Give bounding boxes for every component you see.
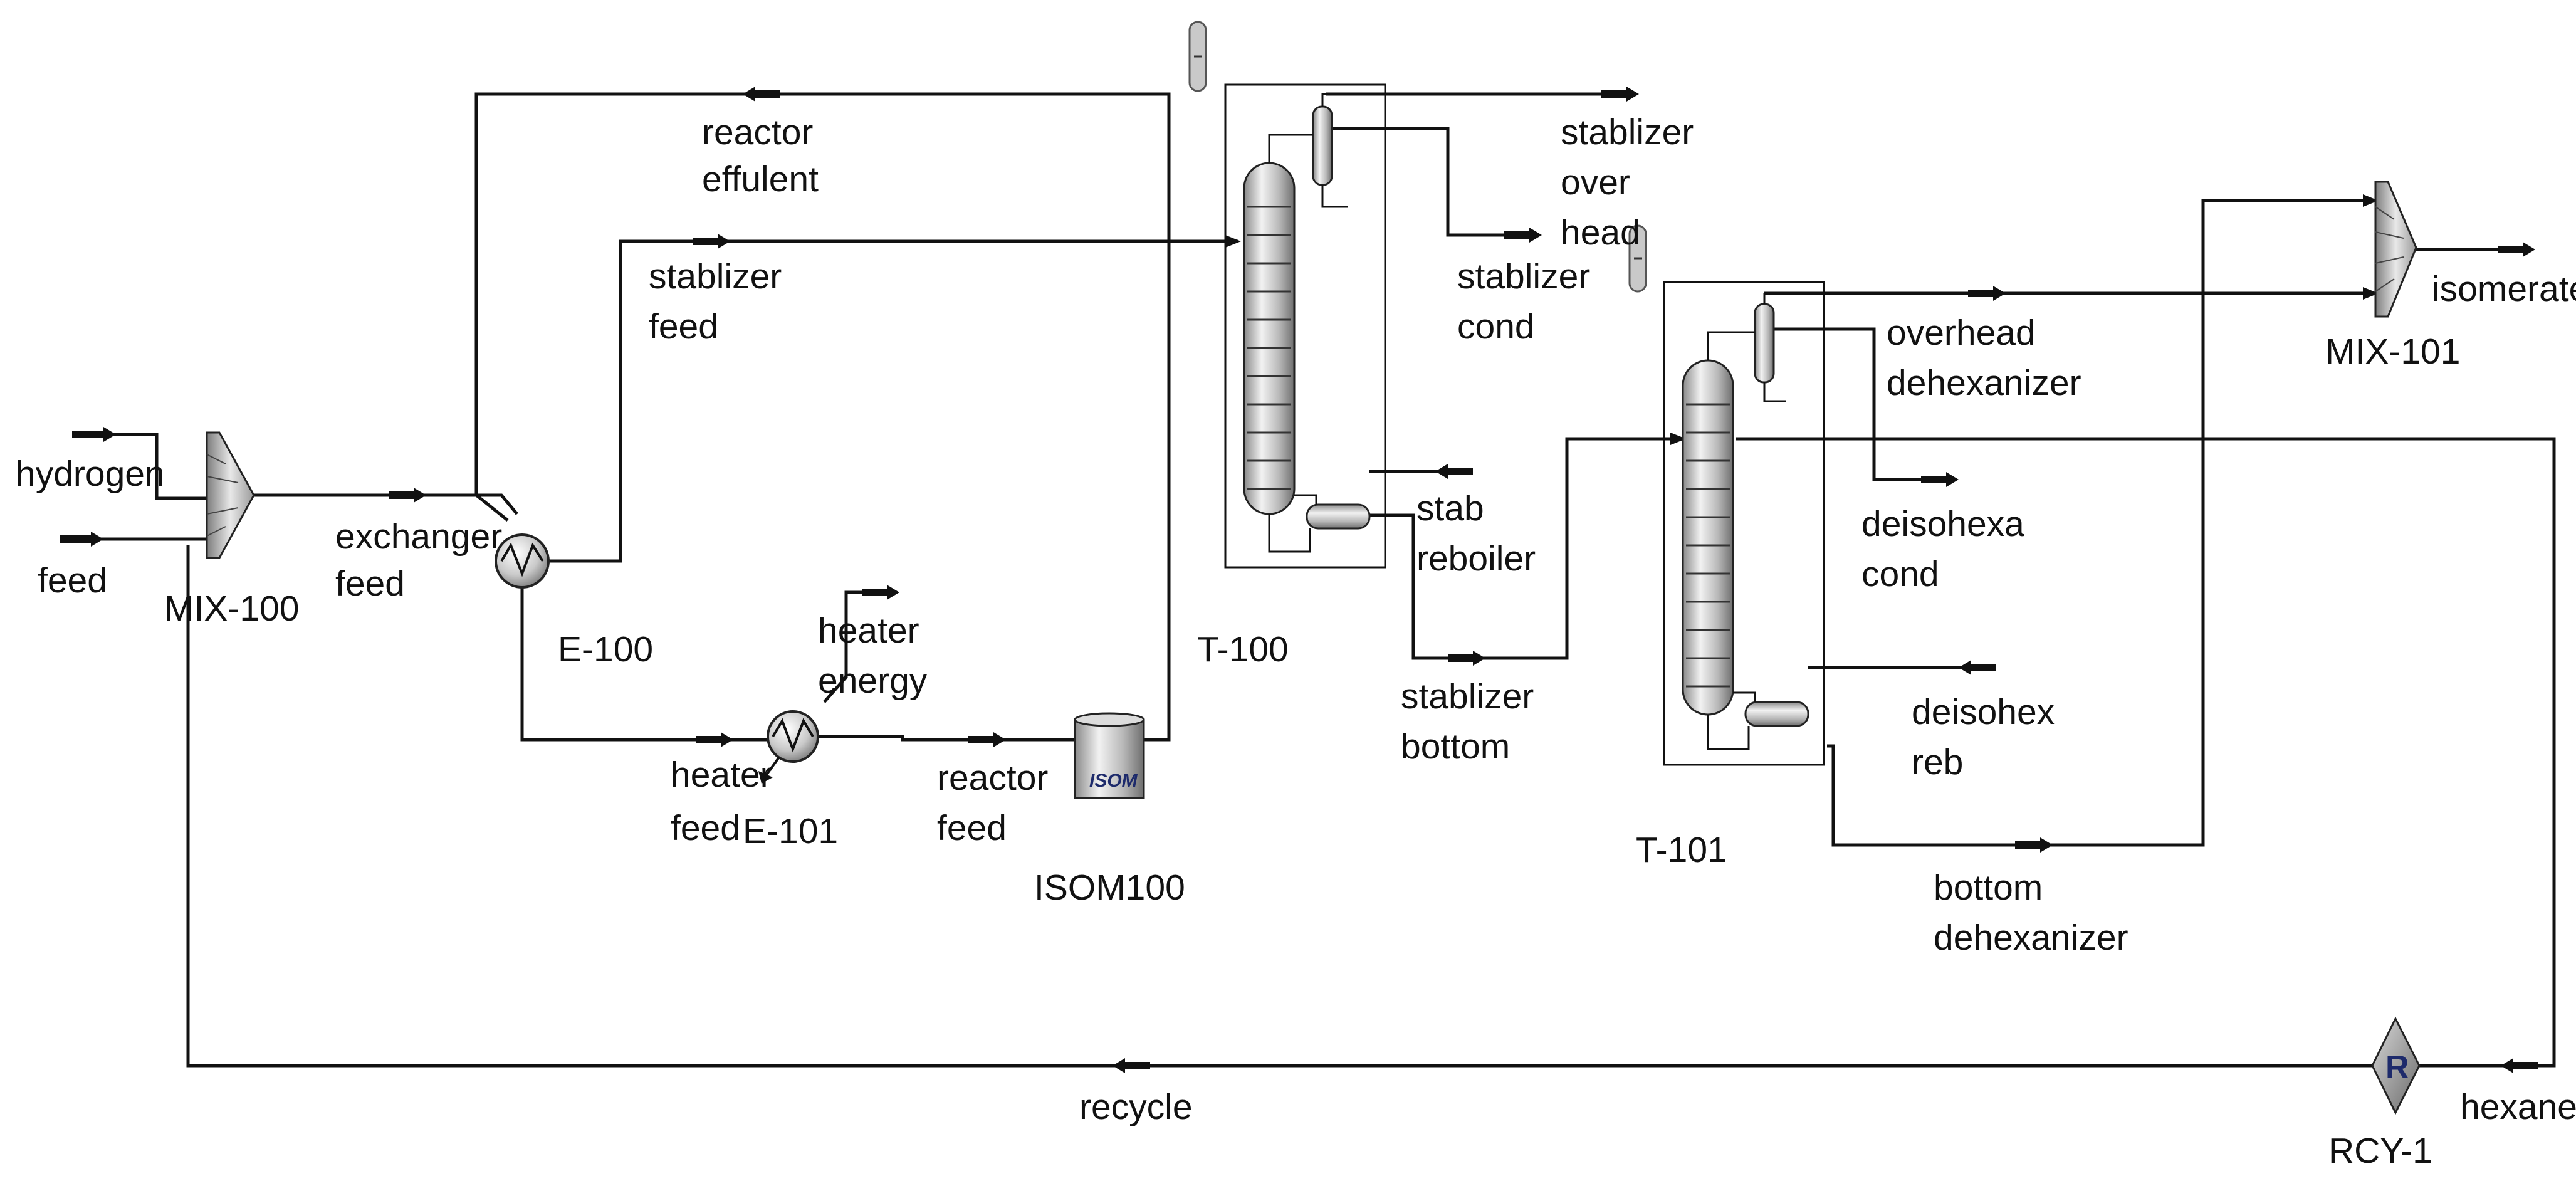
arrow-overhead-dehexanizer <box>1968 286 2006 301</box>
t-101-frame <box>1663 281 1825 766</box>
arrow-stablizer-overhead <box>1601 87 1639 102</box>
stablizer-overhead-label: stablizer <box>1561 112 1694 152</box>
reactor-feed-stream-line[interactable] <box>815 735 1075 742</box>
reactor-effluent-label: effulent <box>702 159 819 199</box>
stablizer-cond-stream-line[interactable] <box>1322 127 1536 237</box>
deisohexa-cond-label: cond <box>1861 554 1939 594</box>
stream-arrows <box>60 87 2538 1073</box>
stablizer-overhead-label: head <box>1561 213 1640 253</box>
recycle-rcy-1[interactable]: R <box>2371 1016 2421 1115</box>
column-t-100[interactable] <box>1224 83 1386 569</box>
arrow-bottom-dehexanizer <box>2015 837 2053 853</box>
arrow-stablizer-cond <box>1504 228 1542 243</box>
feed-label: feed <box>38 560 107 601</box>
mix-101-label: MIX-101 <box>2325 332 2460 372</box>
controller-icon <box>1188 21 1207 92</box>
heater-energy-label: energy <box>818 661 928 701</box>
isomerate-label: isomerate <box>2432 269 2576 309</box>
arrow-feed <box>60 532 103 547</box>
rcy-text: R <box>2385 1049 2409 1086</box>
reactor-isom100[interactable]: ISOM <box>1074 712 1145 799</box>
stablizer-feed-label: stablizer <box>649 256 782 296</box>
mix-100-label: MIX-100 <box>164 589 299 629</box>
t-100-label: T-100 <box>1197 629 1289 669</box>
hexane-stream-line[interactable] <box>1736 437 2556 1068</box>
labels: MIX-100 E-100 E-101 ISOM100 T-100 T-101 … <box>16 112 2576 1171</box>
stablizer-feed-label: feed <box>649 307 718 347</box>
stream-lines <box>60 92 2556 1068</box>
overhead-dehexanizer-label: overhead <box>1887 313 2036 353</box>
arrow-into-t101 <box>1670 433 1686 445</box>
stablizer-feed-stream-line[interactable] <box>545 239 1238 563</box>
stablizer-bottom-stream-line[interactable] <box>1369 437 1683 660</box>
reactor-effluent-stream-line[interactable] <box>474 92 1171 742</box>
arrow-isomerate <box>2498 242 2535 257</box>
exchanger-feed-label: exchanger <box>335 517 502 557</box>
arrow-into-mix101-top <box>2363 287 2379 300</box>
arrow-heater-feed <box>696 732 733 747</box>
deisohexa-cond-label: deisohexa <box>1861 504 2024 544</box>
bottom-dehexanizer-label: dehexanizer <box>1934 918 2128 958</box>
t-100-frame <box>1224 83 1386 569</box>
heater-feed-stream-line[interactable] <box>520 586 768 742</box>
heater-feed-label: feed <box>671 808 740 848</box>
stablizer-overhead-label: over <box>1561 162 1630 202</box>
arrow-stab-reboiler <box>1435 464 1473 479</box>
stablizer-bottom-label: stablizer <box>1401 676 1534 716</box>
t-101-label: T-101 <box>1636 830 1727 870</box>
arrow-deisohexa-cond <box>1921 472 1959 487</box>
arrow-hexane <box>2501 1058 2538 1073</box>
stab-reboiler-label: stab <box>1416 488 1484 528</box>
mixer-mix-100[interactable] <box>206 431 255 559</box>
column-t-101[interactable] <box>1663 281 1825 766</box>
stablizer-cond-label: cond <box>1457 307 1535 347</box>
arrow-stablizer-feed <box>693 234 730 249</box>
controller-icon <box>1628 224 1647 293</box>
reactor-feed-label: feed <box>937 808 1007 848</box>
arrow-into-mix101-bottom <box>2363 194 2379 207</box>
rcy-1-label: RCY-1 <box>2328 1131 2432 1171</box>
arrow-into-t100 <box>1225 235 1241 248</box>
e-100-label: E-100 <box>558 629 653 669</box>
heater-energy-label: heater <box>818 611 919 651</box>
e-101-label: E-101 <box>743 811 838 851</box>
arrow-exchanger-feed <box>389 488 426 503</box>
recycle-label: recycle <box>1079 1087 1193 1127</box>
arrow-reactor-feed <box>968 732 1006 747</box>
arrow-reactor-effluent <box>743 87 780 102</box>
stab-reboiler-label: reboiler <box>1416 538 1536 579</box>
arrow-hydrogen <box>72 427 116 442</box>
deisohex-reb-label: deisohex <box>1912 692 2055 732</box>
heat-exchanger-e-100[interactable] <box>495 533 550 589</box>
heater-e-101[interactable] <box>758 710 819 784</box>
isom-reactor-text: ISOM <box>1089 770 1138 791</box>
bottom-dehexanizer-label: bottom <box>1934 868 2043 908</box>
reactor-effluent-label: reactor <box>702 112 813 152</box>
overhead-dehexanizer-label: dehexanizer <box>1887 363 2081 403</box>
deisohex-reb-label: reb <box>1912 742 1963 782</box>
mixer-mix-101[interactable] <box>2374 181 2417 318</box>
reactor-feed-label: reactor <box>937 758 1048 798</box>
arrow-stablizer-bottom <box>1448 651 1485 666</box>
hydrogen-label: hydrogen <box>16 454 165 494</box>
arrow-heater-energy <box>862 585 899 600</box>
stablizer-bottom-label: bottom <box>1401 727 1510 767</box>
recycle-stream-line[interactable] <box>186 545 2372 1068</box>
arrow-recycle <box>1113 1058 1150 1073</box>
hexane-label: hexane <box>2460 1087 2576 1127</box>
stablizer-cond-label: stablizer <box>1457 256 1590 296</box>
exchanger-feed-stream-line[interactable] <box>254 493 518 515</box>
exchanger-feed-label: feed <box>335 564 405 604</box>
heater-feed-label: heater <box>671 755 772 795</box>
arrow-deisohex-reb <box>1959 660 1996 675</box>
isom100-label: ISOM100 <box>1034 868 1185 908</box>
